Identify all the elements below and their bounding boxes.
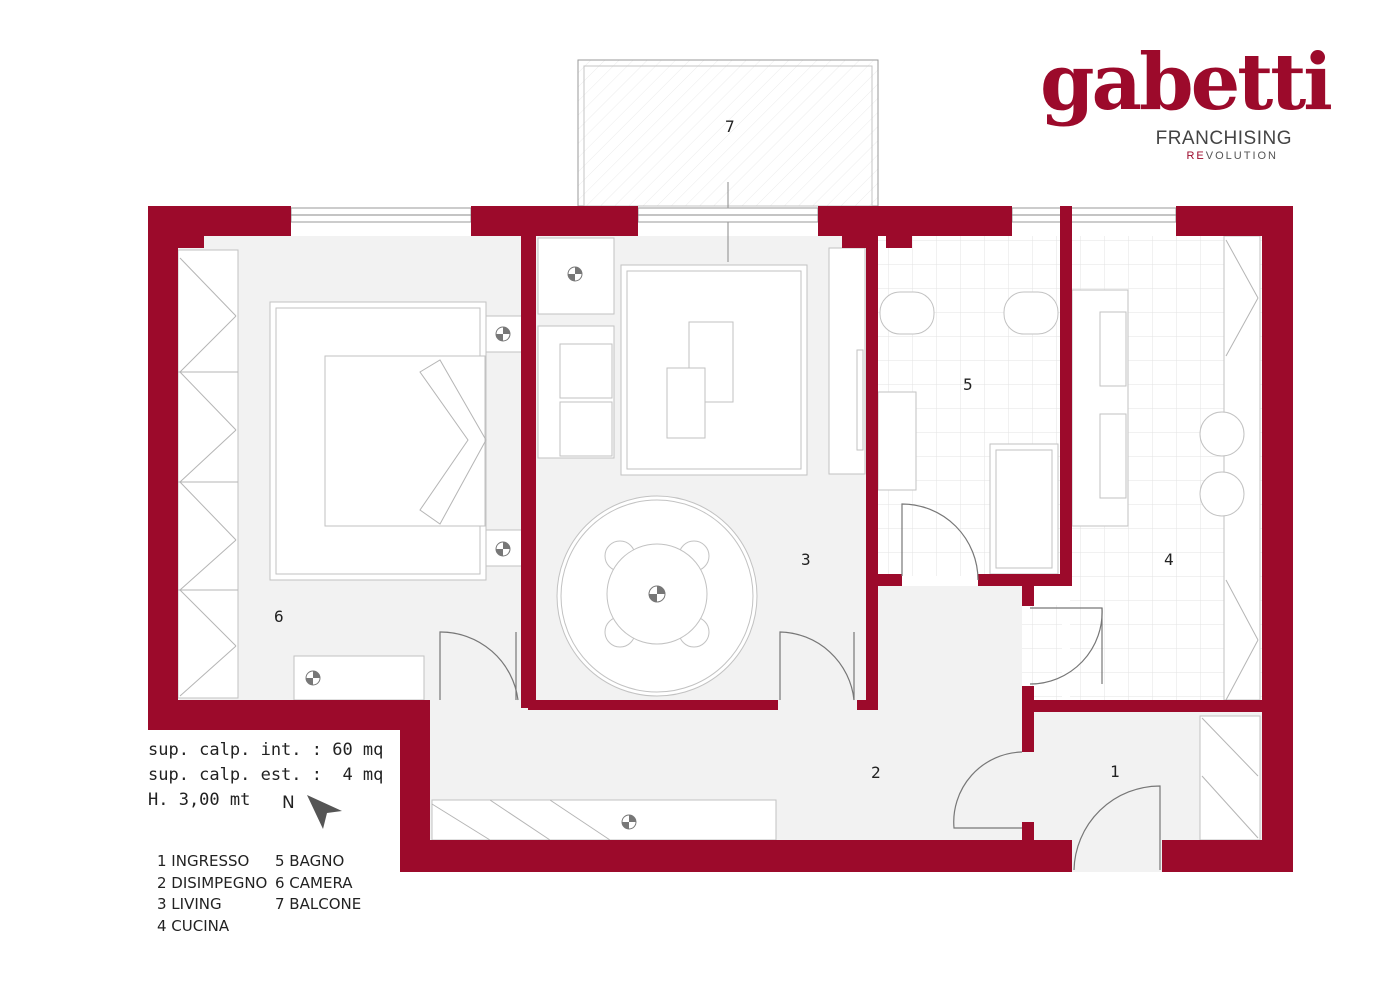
legend-item: 1 INGRESSO (157, 852, 250, 870)
room-number-2: 2 (871, 763, 881, 782)
legend-item: 3 LIVING (157, 895, 222, 913)
room-number-4: 4 (1164, 550, 1174, 569)
legend-item: 4 CUCINA (157, 917, 230, 935)
room-number-6: 6 (274, 607, 284, 626)
north-arrow-icon (307, 795, 342, 829)
legend-item: 2 DISIMPEGNO (157, 874, 268, 892)
room-number-5: 5 (963, 375, 973, 394)
light-icon (621, 814, 637, 830)
hall-cabinet (431, 799, 777, 841)
light-icon (305, 670, 321, 686)
door-entrance (1073, 785, 1161, 871)
legend-item: 6 CAMERA (275, 874, 353, 892)
door-living (779, 631, 855, 701)
door-disimpegno (953, 751, 1023, 829)
light-fixtures (305, 266, 666, 830)
room-number-3: 3 (801, 550, 811, 569)
balcony (577, 59, 879, 207)
logo-revolution: REVOLUTION (1186, 150, 1278, 162)
room-numbers: 7 5 3 4 6 2 1 (274, 117, 1174, 782)
gabetti-logo: gabetti FRANCHISING REVOLUTION (1040, 44, 1333, 168)
door-bagno (901, 503, 979, 581)
room-number-7: 7 (725, 117, 735, 136)
logo-franchising: FRANCHISING (1155, 128, 1292, 149)
light-icon (495, 541, 511, 557)
camera-furniture (177, 249, 523, 701)
north-label: N (282, 793, 295, 813)
light-icon (648, 585, 666, 603)
walls (148, 206, 1293, 872)
bagno-fixtures (877, 291, 1059, 575)
internal-area: sup. calp. int. : 60 mq (148, 740, 384, 760)
bidet (1003, 291, 1059, 335)
room-number-1: 1 (1110, 762, 1120, 781)
toilet (879, 291, 935, 335)
external-area: sup. calp. est. : 4 mq (148, 765, 384, 785)
legend-item: 5 BAGNO (275, 852, 345, 870)
shoe-cabinet (1199, 715, 1261, 841)
ceiling-height: H. 3,00 mt (148, 790, 251, 810)
light-icon (567, 266, 583, 282)
logo-wordmark: gabetti (1040, 37, 1333, 128)
legend-item: 7 BALCONE (275, 895, 362, 913)
door-camera (439, 631, 519, 701)
wardrobe (177, 249, 239, 699)
entry-furniture (431, 715, 1261, 841)
windows (290, 207, 1177, 223)
sink (877, 391, 917, 491)
doors (439, 503, 1161, 871)
light-icon (495, 326, 511, 342)
kitchen-cabinets (1223, 235, 1261, 701)
